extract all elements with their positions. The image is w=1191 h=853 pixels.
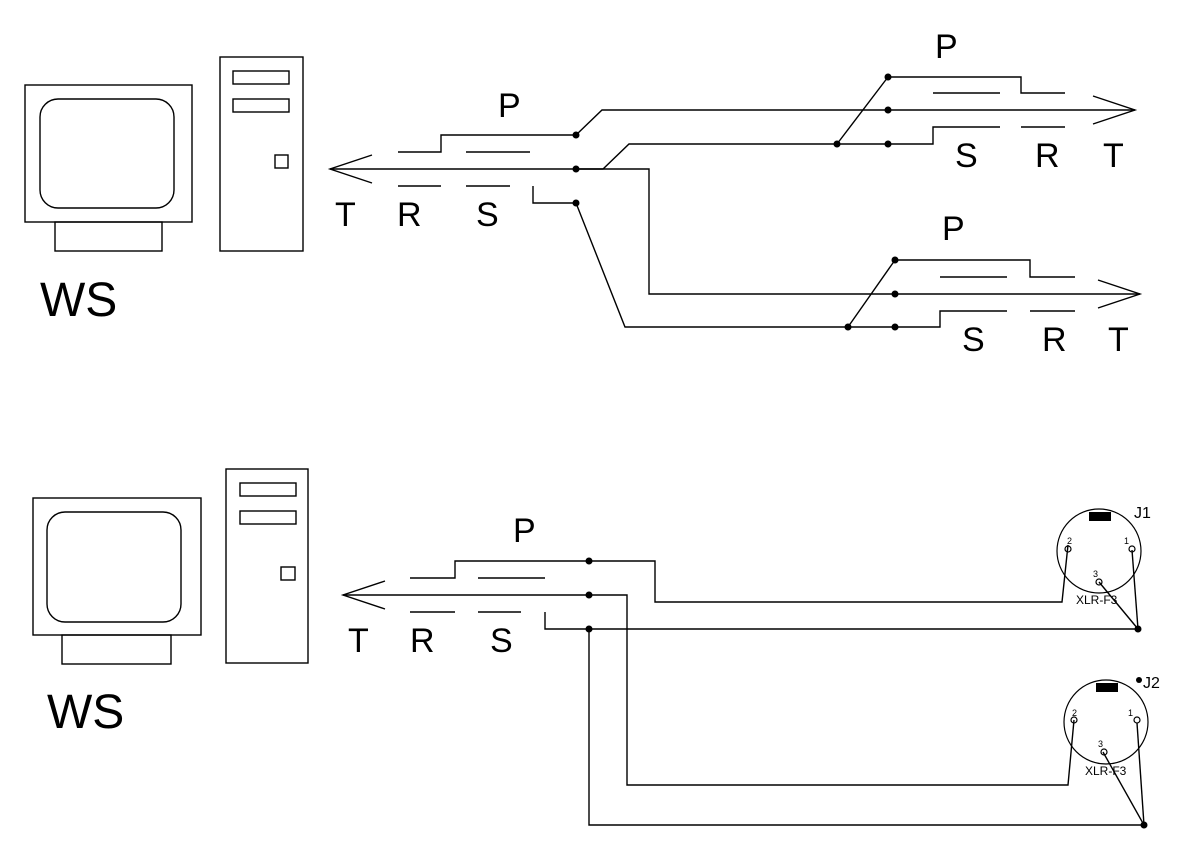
trs-plug-left-bottom: P T R S [340, 512, 589, 660]
trs-plug-right-2: P S R T [895, 210, 1143, 359]
junction-dots-top [572, 73, 899, 331]
pin-3-label: 3 [1098, 739, 1103, 749]
trs-r-label: R [1035, 137, 1060, 175]
xlr-connector-j2: 2 1 3 XLR-F3 J2 [1063, 675, 1160, 778]
trs-p-label: P [513, 512, 536, 550]
xlr-type-label: XLR-F3 [1076, 593, 1118, 607]
workstation-bottom: WS [32, 468, 309, 739]
xlr-connector-j1: 2 1 3 XLR-F3 J1 [1056, 505, 1151, 607]
junction-dots-bottom [585, 557, 1148, 829]
trs-r-label: R [410, 622, 435, 660]
trs-p-label: P [935, 28, 958, 66]
pin-2-label: 2 [1067, 536, 1072, 546]
trs-p-label: P [498, 87, 521, 125]
monitor-icon [24, 84, 193, 252]
pin-3-label: 3 [1093, 569, 1098, 579]
xlr-wiring [588, 544, 1145, 826]
trs-r-label: R [397, 196, 422, 234]
trs-t-label: T [1108, 321, 1129, 359]
j2-label: J2 [1143, 675, 1160, 692]
trs-r-label: R [1042, 321, 1067, 359]
trs-p-label: P [942, 210, 965, 248]
trs-t-label: T [335, 196, 356, 234]
trs-t-label: T [1103, 137, 1124, 175]
tower-icon [225, 468, 309, 664]
pin-1-label: 1 [1128, 708, 1133, 718]
xlr-type-label: XLR-F3 [1085, 764, 1127, 778]
trs-plug-left-top: P T R S [327, 87, 576, 234]
j1-label: J1 [1134, 505, 1151, 522]
y-split-wiring [575, 76, 896, 328]
tower-icon [219, 56, 304, 252]
bottom-diagram: WS P T R S [32, 468, 1160, 829]
trs-t-label: T [348, 622, 369, 660]
pin-1-label: 1 [1124, 536, 1129, 546]
trs-plug-right-1: P S R T [888, 28, 1138, 175]
trs-s-label: S [476, 196, 499, 234]
pin-2-label: 2 [1072, 708, 1077, 718]
trs-s-label: S [490, 622, 513, 660]
top-diagram: WS P T R S [24, 28, 1143, 359]
ws-label: WS [40, 274, 117, 327]
trs-s-label: S [962, 321, 985, 359]
workstation-top: WS [24, 56, 304, 327]
trs-s-label: S [955, 137, 978, 175]
monitor-icon [32, 497, 202, 665]
ws-label: WS [47, 686, 124, 739]
